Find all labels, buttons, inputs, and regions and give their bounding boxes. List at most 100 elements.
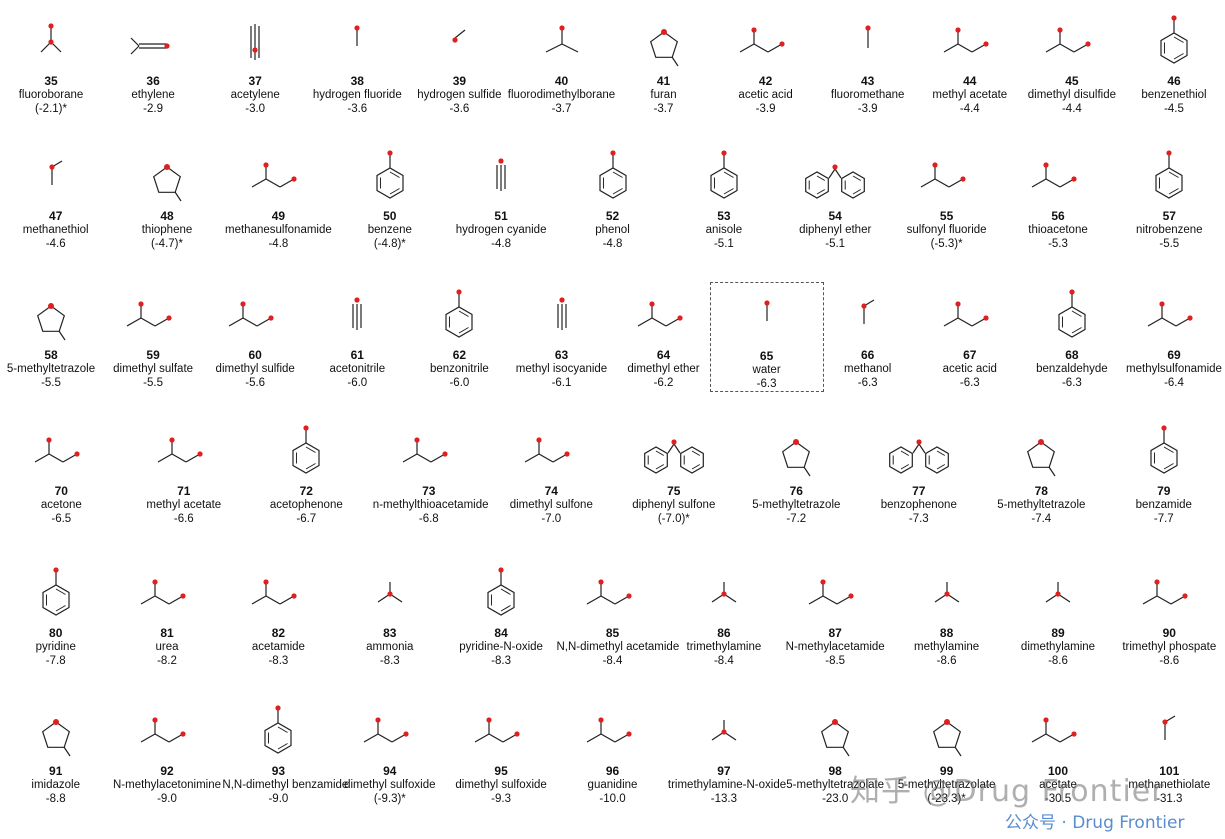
compound-number: 81: [160, 626, 174, 640]
structure-svg: [586, 717, 632, 743]
compound-name: 5-methyltetrazole: [997, 499, 1086, 511]
structure-svg: [445, 289, 473, 338]
compound-value: -8.3: [491, 655, 511, 667]
structure-svg: [865, 25, 871, 48]
compound-value: -6.7: [296, 513, 317, 525]
compound-value: -6.3: [756, 378, 777, 390]
compound-value: (-7.0)*: [657, 513, 690, 525]
compound-name: trimethyl phospate: [1122, 641, 1217, 653]
compound-number: 76: [789, 484, 803, 498]
compound-name: 5-methyltetrazole: [752, 499, 841, 511]
compound-name: benzenethiol: [1141, 89, 1207, 101]
compound-value: -8.2: [157, 655, 177, 667]
compound-name: methyl isocyanide: [515, 363, 608, 375]
compound-value: (-5.3)*: [930, 238, 963, 250]
structure-svg: [1150, 425, 1178, 474]
compound-number: 72: [299, 484, 313, 498]
structure-drawing: [1002, 698, 1114, 762]
compound-name: ammonia: [366, 641, 414, 653]
compound-name: dimethyl disulfide: [1027, 89, 1116, 101]
compound-number: 53: [717, 209, 731, 223]
compound-value: -6.5: [51, 513, 72, 525]
compound-name: guanidine: [587, 779, 638, 791]
compound-number: 99: [939, 764, 954, 778]
compound-value: -7.0: [541, 513, 562, 525]
compound-number: 94: [383, 764, 397, 778]
structure-drawing: [812, 282, 924, 346]
compound-name: acetone: [40, 499, 82, 511]
structure-svg: [934, 582, 959, 603]
structure-drawing: [5, 418, 117, 482]
compound-name: acetic acid: [942, 363, 997, 375]
compound-number: 56: [1051, 209, 1065, 223]
structure-svg: [42, 567, 70, 616]
compound-number: 52: [605, 209, 620, 223]
structure-svg: [402, 437, 448, 463]
compound-name: nitrobenzene: [1136, 224, 1203, 236]
compound-name: diphenyl ether: [799, 224, 872, 236]
compound-number: 59: [146, 348, 160, 362]
compound-value: -6.0: [449, 377, 470, 389]
structure-svg: [496, 158, 506, 191]
compound-value: -31.3: [1156, 793, 1183, 805]
structure-drawing: [779, 560, 891, 624]
structure-drawing: [111, 143, 223, 207]
compound-name: trimethylamine-N-oxide: [667, 779, 787, 791]
structure-svg: [34, 437, 80, 463]
compound-value: (-4.7)*: [151, 238, 183, 250]
structure-drawing: [445, 560, 557, 624]
compound-value: (-23.3)*: [927, 793, 966, 805]
structure-drawing: [1118, 8, 1225, 72]
structure-svg: [1031, 717, 1077, 743]
compound-name: 5-methyltetrazolate: [786, 779, 885, 791]
compound-number: 49: [271, 209, 286, 223]
compound-name: dimethyl sulfate: [113, 363, 194, 375]
compound-value: -4.8: [602, 238, 623, 250]
structure-drawing: [608, 282, 720, 346]
structure-drawing: [711, 283, 823, 347]
compound-value: -8.5: [825, 655, 846, 667]
compound-value: -8.3: [379, 655, 400, 667]
structure-drawing: [111, 698, 223, 762]
structure-drawing: [914, 8, 1026, 72]
structure-svg: [1142, 579, 1188, 605]
structure-svg: [649, 29, 678, 67]
structure-svg: [352, 297, 362, 330]
compound-name: pyridine-N-oxide: [459, 641, 543, 653]
compound-value: -8.8: [45, 793, 66, 805]
structure-svg: [126, 301, 172, 327]
compound-number: 50: [383, 209, 397, 223]
compound-value: -5.5: [1159, 238, 1180, 250]
compound-number: 38: [350, 74, 364, 88]
compound-value: -30.5: [1044, 793, 1072, 805]
compound-number: 91: [49, 764, 63, 778]
structure-svg: [888, 439, 949, 474]
compound-name: dimethyl sulfoxide: [455, 779, 547, 791]
compound-value: -4.8: [268, 238, 289, 250]
structure-drawing: [0, 8, 107, 72]
compound-value: -5.3: [1048, 238, 1068, 250]
compound-number: 74: [544, 484, 558, 498]
compound-name: methyl acetate: [146, 499, 222, 511]
structure-svg: [140, 579, 186, 605]
structure-svg: [943, 27, 989, 53]
structure-drawing: [97, 282, 209, 346]
structure-svg: [643, 439, 704, 474]
compound-number: 62: [452, 348, 467, 362]
compound-value: -4.5: [1164, 103, 1184, 115]
